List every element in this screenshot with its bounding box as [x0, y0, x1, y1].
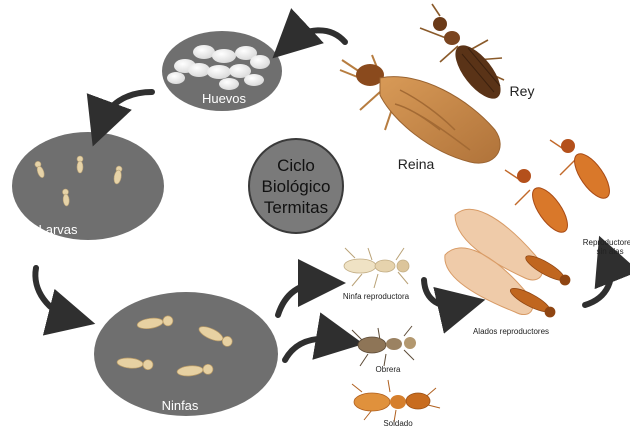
reproductive-nymph: Ninfa reproductora [343, 248, 410, 301]
reproductive-nymph-label: Ninfa reproductora [343, 292, 410, 301]
nymphs-stage: Ninfas [94, 292, 278, 416]
wingless-label-line1: Reproductore [583, 238, 630, 247]
wingless-reproductives: Reproductore sin alas [505, 139, 630, 256]
nymphs-label: Ninfas [162, 398, 199, 413]
soldier-label: Soldado [383, 419, 413, 428]
center-title-line1: Ciclo [277, 156, 315, 175]
arrow-alates-to-wingless [585, 258, 611, 305]
worker-label: Obrera [376, 365, 401, 374]
arrow-eggs-to-larvae [101, 92, 152, 124]
center-title-line2: Biológico [262, 177, 331, 196]
arrow-nymph-to-alates [424, 280, 462, 306]
arrow-nymphs-to-worker [285, 339, 340, 360]
eggs-stage: Huevos [162, 31, 282, 111]
king-label: Rey [510, 83, 535, 99]
larvae-label: Larvas [38, 222, 78, 237]
soldier-termite: Soldado [352, 380, 440, 428]
arrow-nymphs-to-reproductive [278, 283, 322, 315]
arrow-larvae-to-nymphs [35, 268, 72, 318]
winged-reproductives-label: Alados reproductores [473, 327, 549, 336]
center-title-line3: Termitas [264, 198, 328, 217]
worker-termite: Obrera [352, 326, 416, 374]
queen-label: Reina [398, 156, 435, 172]
larvae-stage: Larvas [12, 132, 164, 240]
center-title-circle: Ciclo Biológico Termitas [249, 139, 343, 233]
arrow-queen-to-eggs [290, 30, 345, 42]
winged-reproductives: Alados reproductores [445, 209, 570, 336]
wingless-label-line2: sin alas [596, 247, 623, 256]
eggs-label: Huevos [202, 91, 247, 106]
